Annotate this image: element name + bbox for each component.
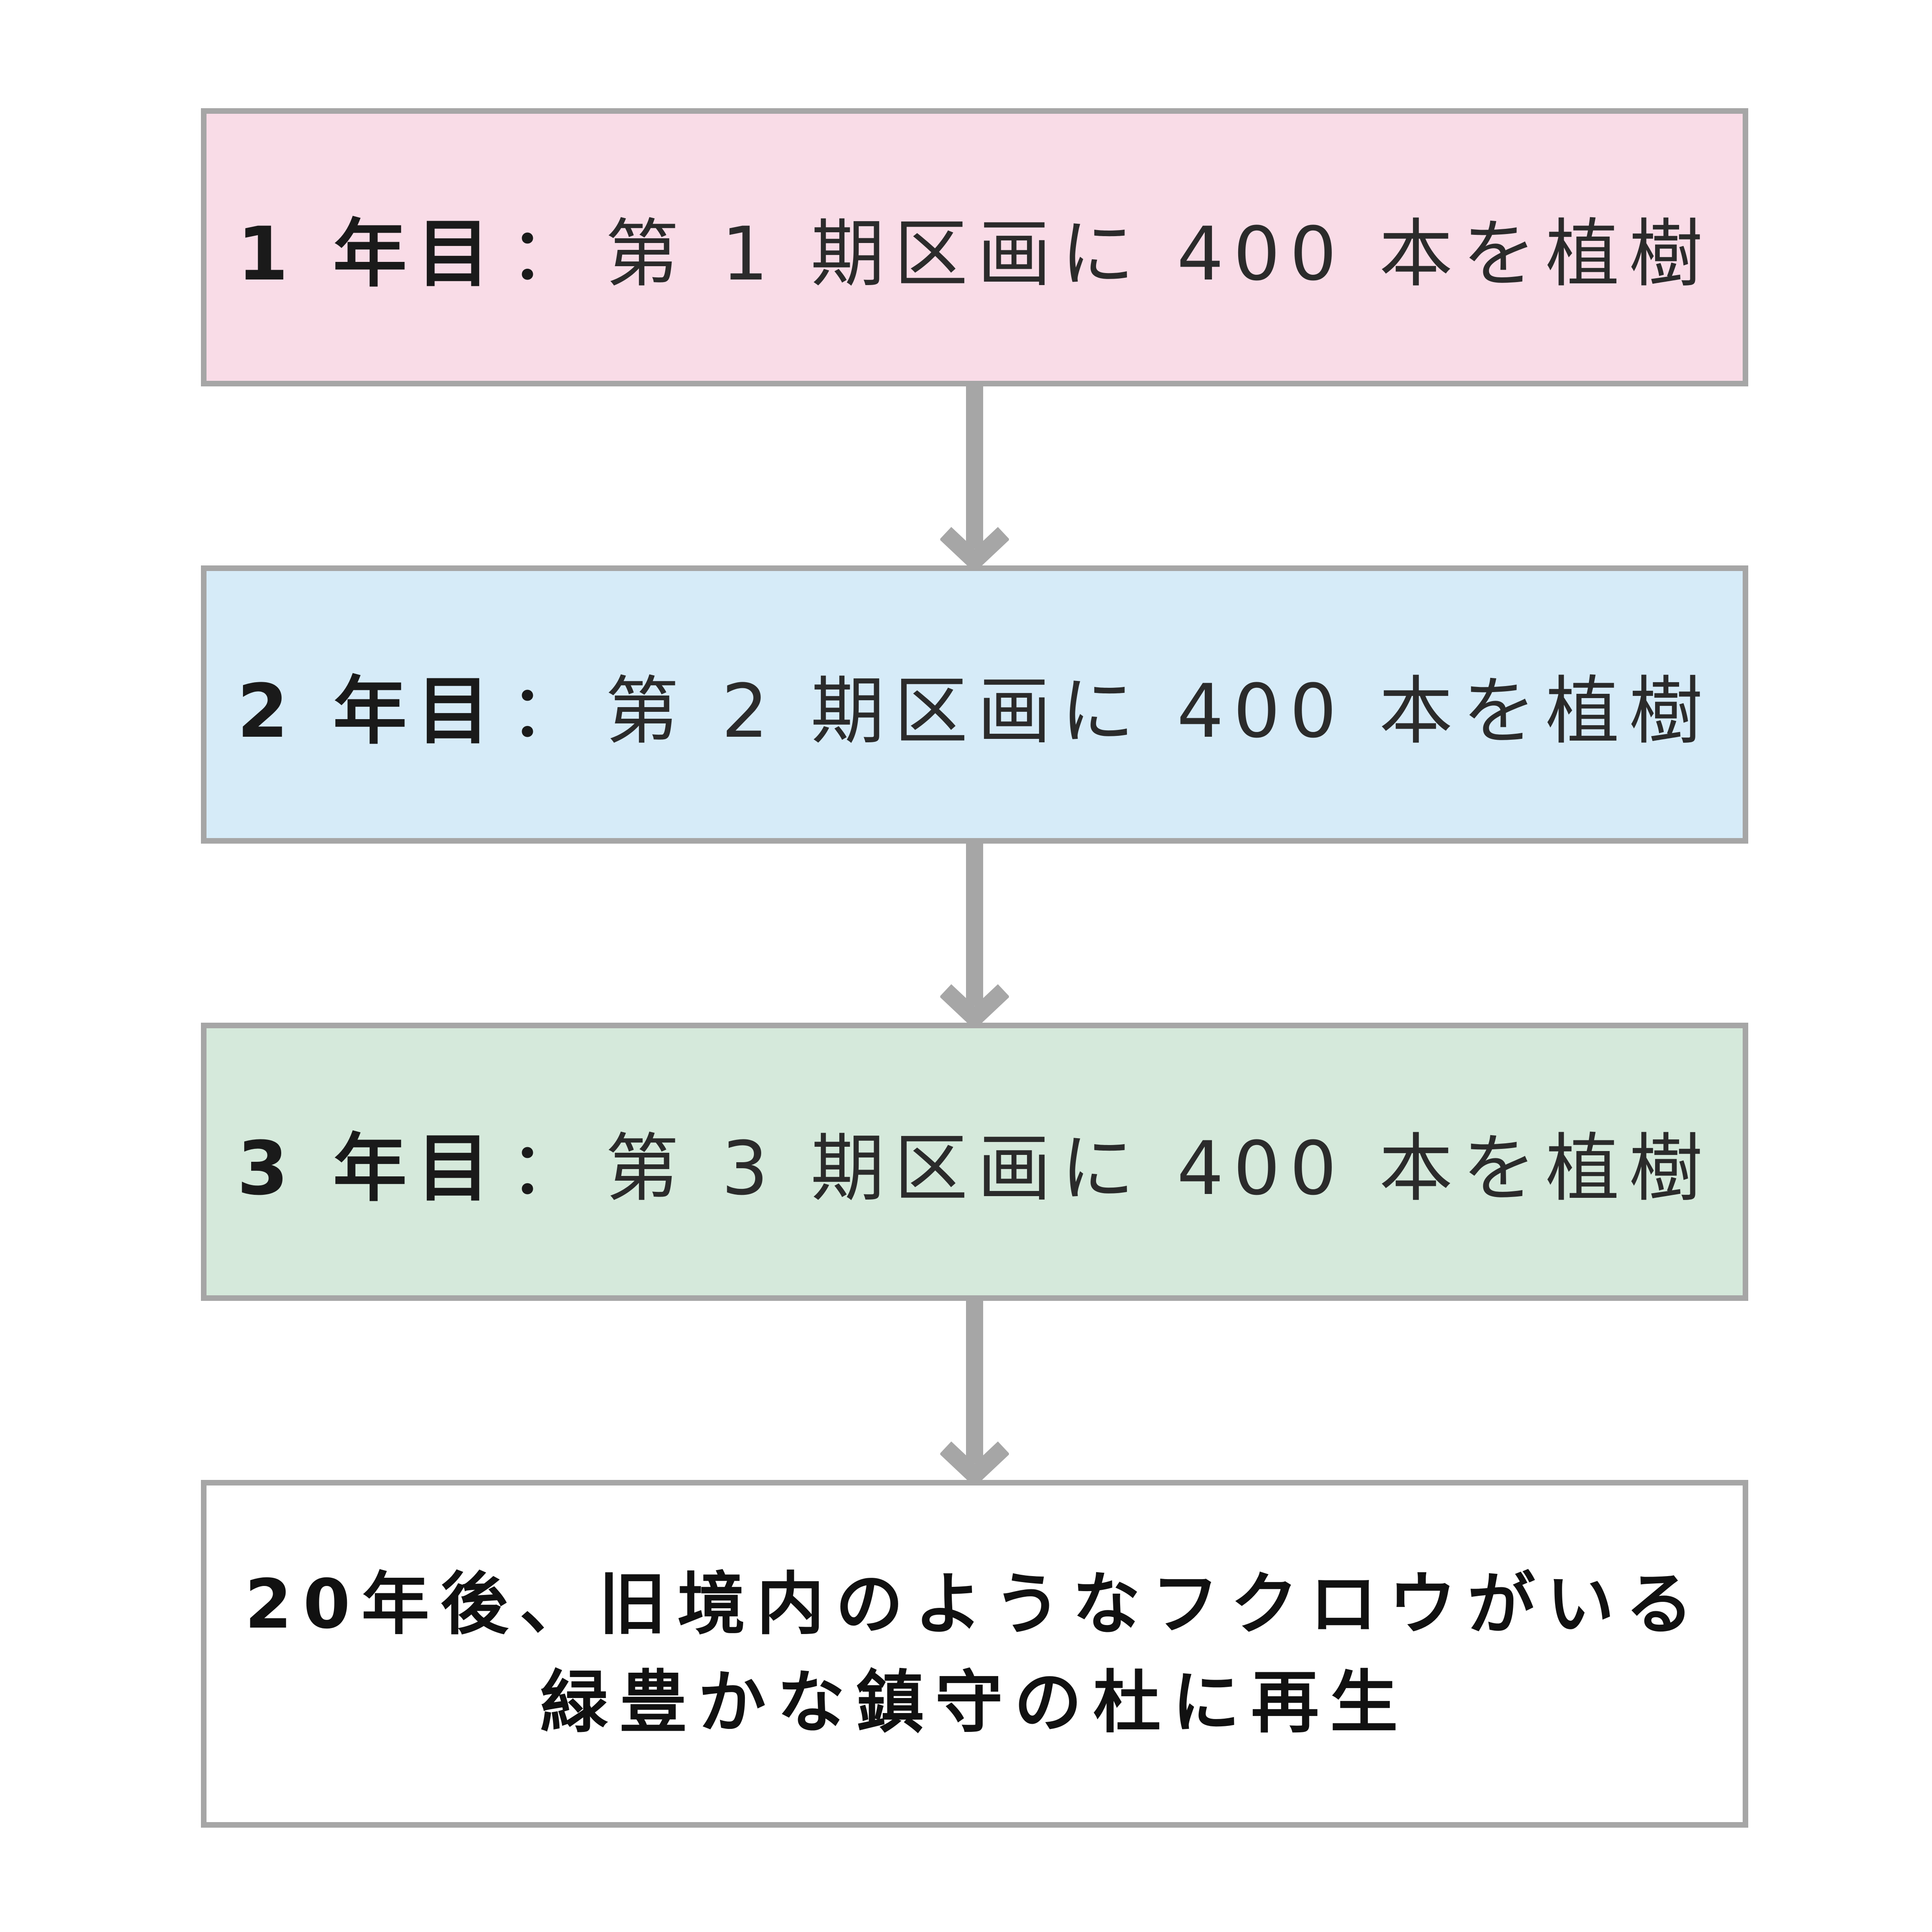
step-box-year-3: 3 年目：第 3 期区画に 400 本を植樹	[201, 1023, 1748, 1301]
step-year-label: 1 年目	[237, 211, 500, 297]
step-box-year-2: 2 年目：第 2 期区画に 400 本を植樹	[201, 565, 1748, 844]
result-box: 20年後、旧境内のようなフクロウがいる 緑豊かな鎮守の杜に再生	[201, 1480, 1748, 1828]
step-description: 第 3 期区画に 400 本を植樹	[605, 1125, 1712, 1212]
step-separator: ：	[509, 211, 592, 297]
step-description: 第 2 期区画に 400 本を植樹	[605, 668, 1712, 754]
step-box-year-1: 1 年目：第 1 期区画に 400 本を植樹	[201, 108, 1748, 386]
result-line-2: 緑豊かな鎮守の杜に再生	[540, 1663, 1409, 1742]
arrow-down-icon	[940, 386, 1009, 567]
result-line-1: 20年後、旧境内のようなフクロウがいる	[245, 1564, 1704, 1644]
step-year-label: 3 年目	[237, 1125, 500, 1212]
arrow-down-icon	[940, 844, 1009, 1024]
step-separator: ：	[509, 668, 592, 754]
step-description: 第 1 期区画に 400 本を植樹	[605, 211, 1712, 297]
arrow-down-icon	[940, 1301, 1009, 1481]
step-year-label: 2 年目	[237, 668, 500, 754]
step-separator: ：	[509, 1125, 592, 1212]
